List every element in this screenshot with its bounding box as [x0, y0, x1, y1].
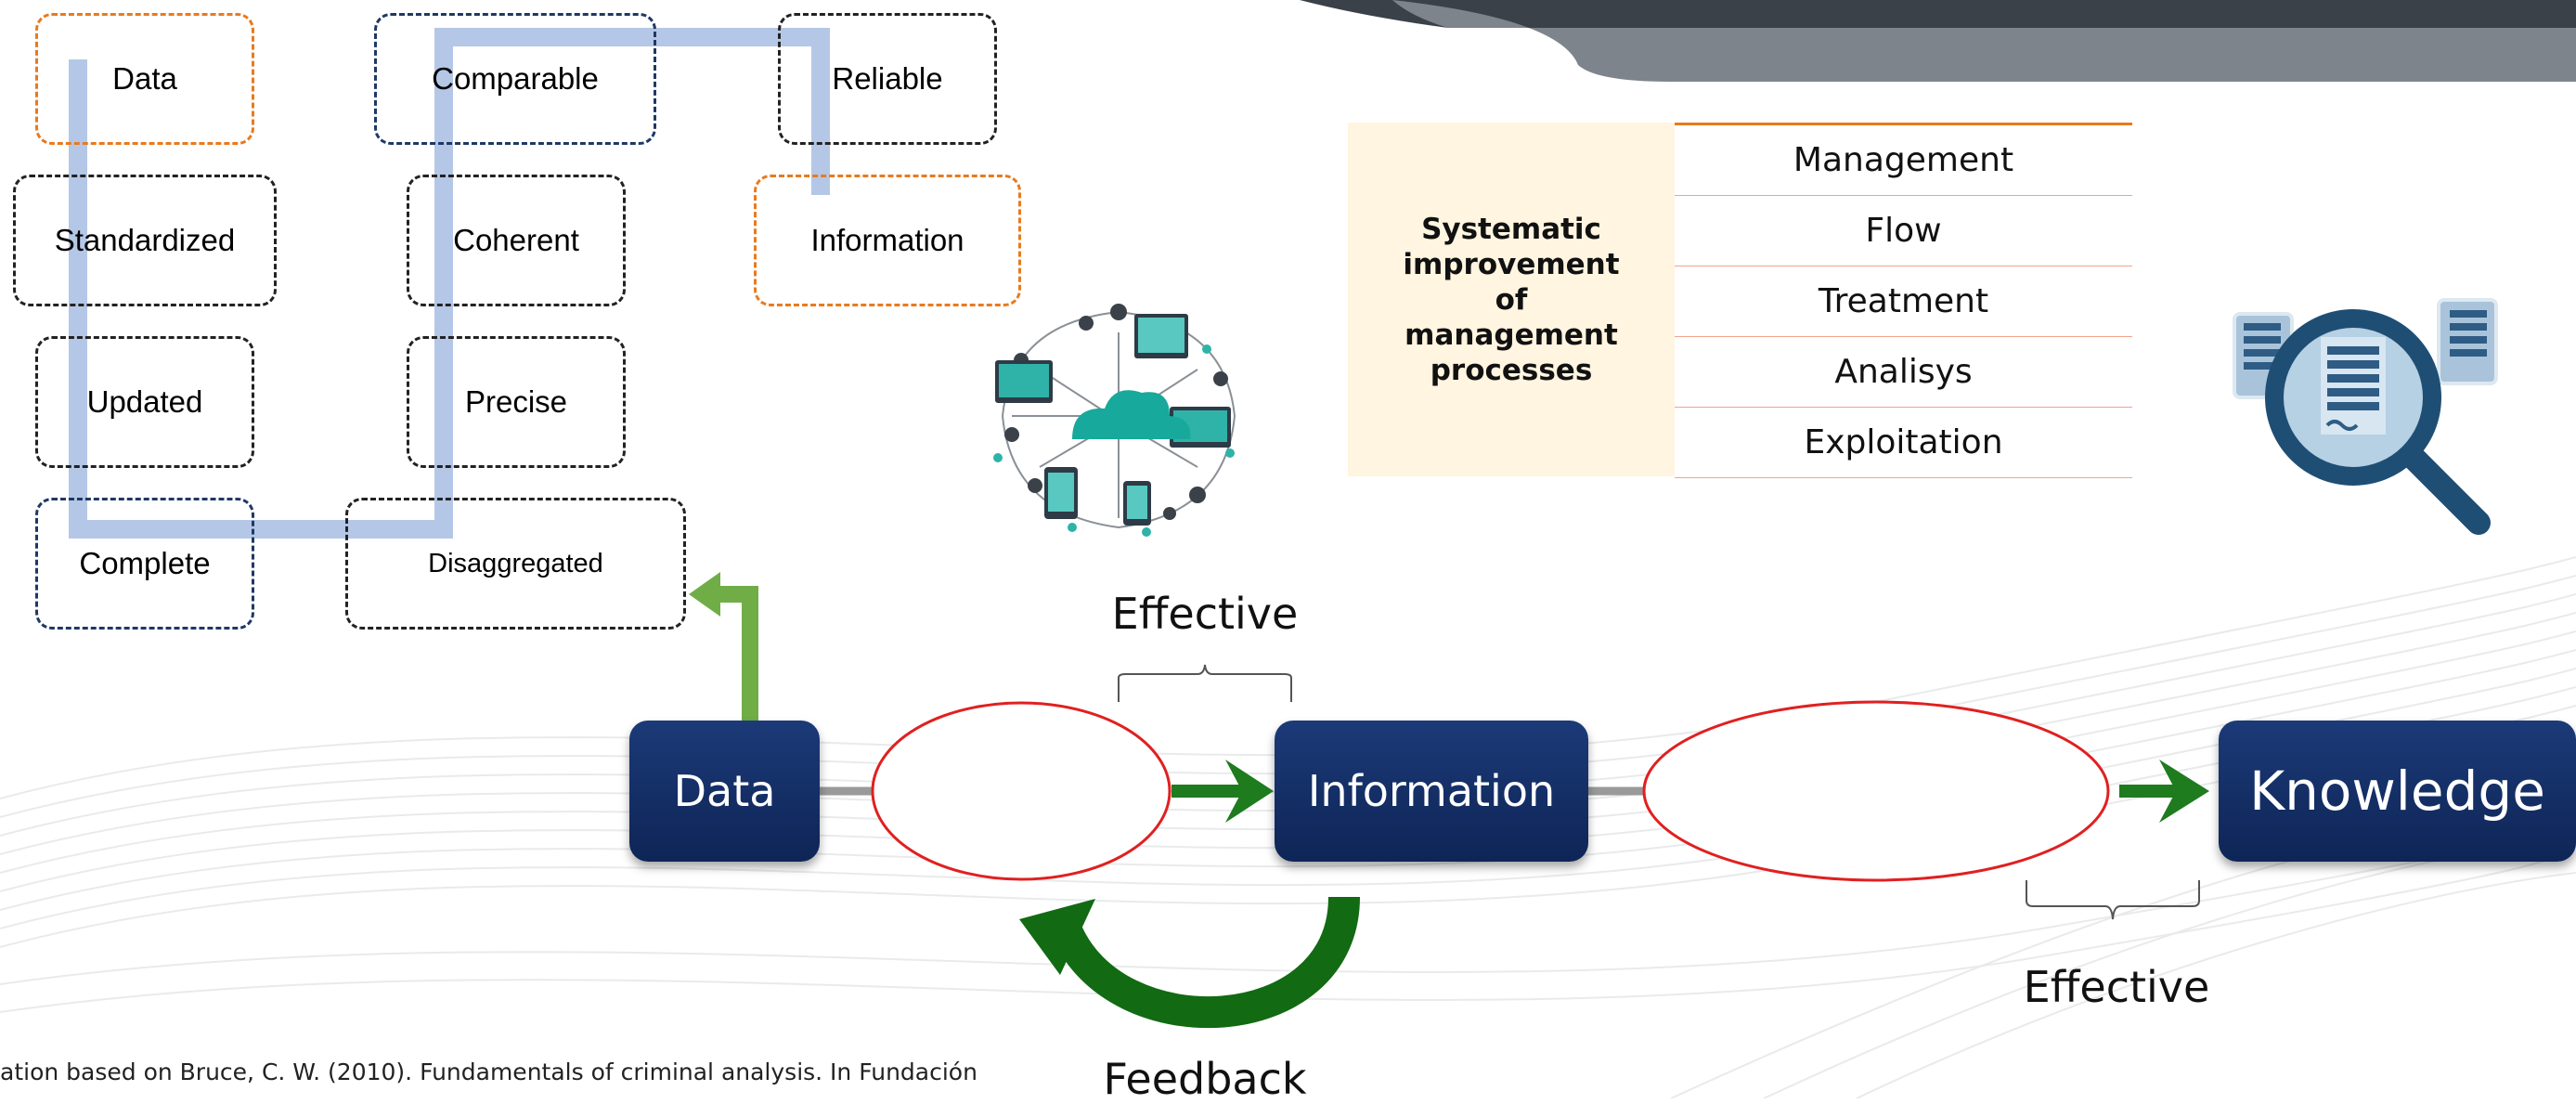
- header-band-grey: [1392, 0, 2576, 82]
- document-magnifier-icon: [2233, 298, 2498, 535]
- label-effective-bottom: Effective: [2023, 962, 2210, 1012]
- quality-box-data: Data: [35, 13, 254, 145]
- label-effective-top: Effective: [1111, 589, 1299, 639]
- quality-label: Standardized: [54, 223, 236, 257]
- quality-box-standardized: Standardized: [13, 175, 277, 306]
- quality-label: Comparable: [432, 61, 599, 96]
- quality-label: Data: [112, 61, 177, 96]
- quality-label: Precise: [464, 384, 568, 419]
- quality-box-updated: Updated: [35, 336, 254, 468]
- quality-box-information: Information: [754, 175, 1021, 306]
- label-comunication: Comunication: [1728, 765, 2024, 815]
- quality-label: Reliable: [832, 61, 943, 96]
- stage-knowledge: Knowledge: [2219, 721, 2576, 862]
- quality-box-disaggregated: Disaggregated: [345, 498, 686, 630]
- process-table: Systematic improvement of management pro…: [1348, 123, 2132, 479]
- quality-box-complete: Complete: [35, 498, 254, 630]
- quality-label: Complete: [79, 546, 211, 580]
- quality-label: Information: [810, 223, 964, 257]
- quality-label: Coherent: [453, 223, 579, 257]
- quality-label: Disaggregated: [428, 548, 603, 578]
- quality-box-comparable: Comparable: [374, 13, 656, 145]
- stage-data: Data: [629, 721, 820, 862]
- quality-box-coherent: Coherent: [407, 175, 626, 306]
- label-feedback: Feedback: [1103, 1054, 1307, 1104]
- source-footnote: ation based on Bruce, C. W. (2010). Fund…: [0, 1059, 977, 1085]
- quality-box-precise: Precise: [407, 336, 626, 468]
- process-row-exploitation: Exploitation: [1675, 408, 2132, 478]
- cloud-network-icon: [993, 304, 1236, 537]
- process-row-management: Management: [1675, 125, 2132, 196]
- process-row-flow: Flow: [1675, 196, 2132, 266]
- process-table-rows: Management Flow Treatment Analisys Explo…: [1675, 123, 2132, 479]
- process-row-analisys: Analisys: [1675, 337, 2132, 408]
- stage-information: Information: [1275, 721, 1588, 862]
- process-table-header-text: Systematic improvement of management pro…: [1403, 212, 1620, 387]
- header-band-dark: [1300, 0, 2576, 28]
- label-analisys: Analisys: [933, 765, 1109, 815]
- process-table-header: Systematic improvement of management pro…: [1348, 123, 1675, 476]
- quality-box-reliable: Reliable: [778, 13, 997, 145]
- green-up-arrow-icon: [689, 572, 758, 721]
- process-row-treatment: Treatment: [1675, 266, 2132, 337]
- quality-path-line: [69, 28, 830, 539]
- quality-label: Updated: [86, 384, 203, 419]
